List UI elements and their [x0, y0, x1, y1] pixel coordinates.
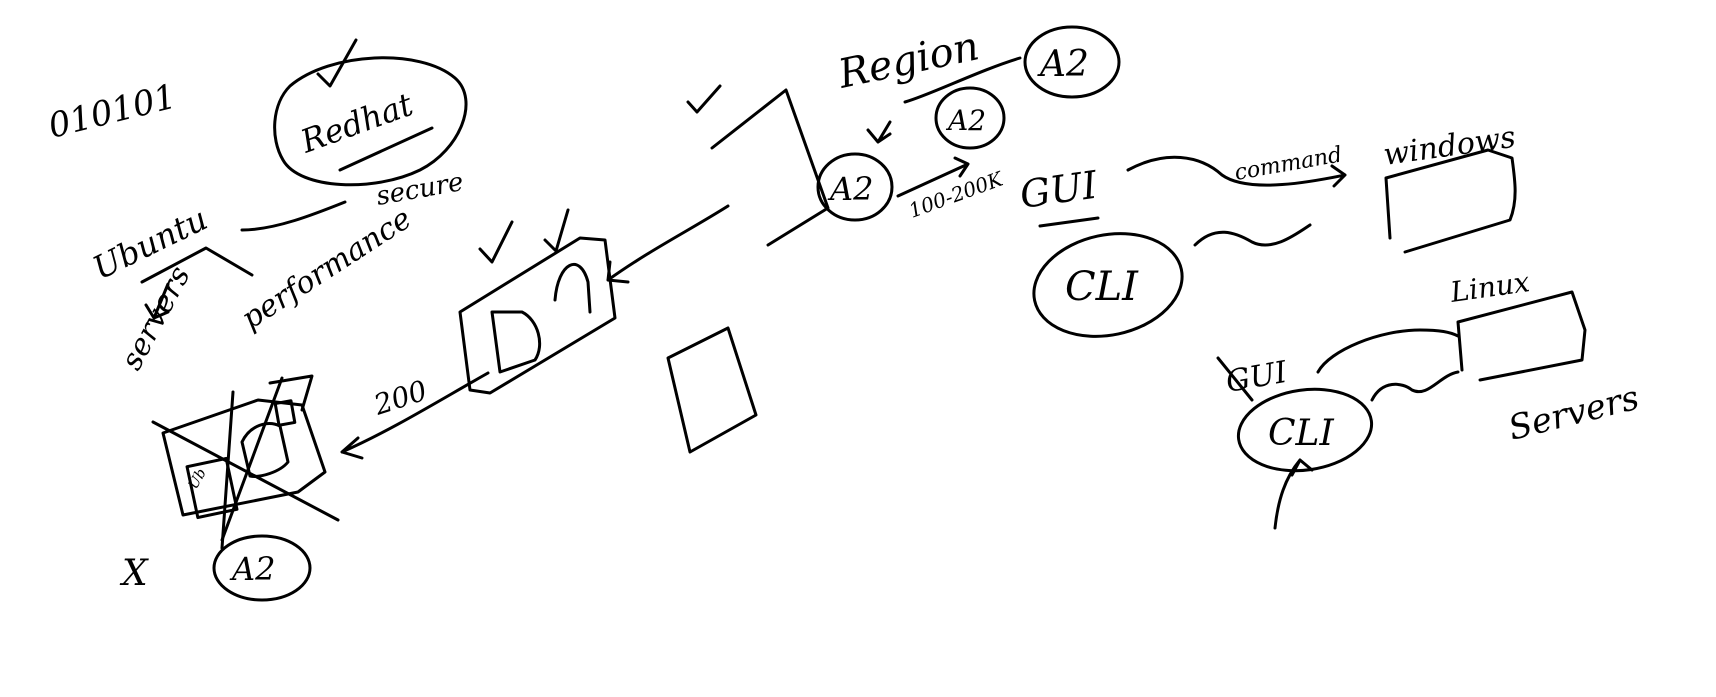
arrow-to-crossed-server	[340, 371, 490, 460]
az-mid-oval	[934, 86, 1006, 150]
middle-server-check-2	[543, 208, 570, 253]
crossed-server-small-box	[273, 399, 297, 427]
az-mid-label: A2	[945, 104, 986, 137]
cross-out-line-3	[220, 376, 284, 542]
secure-label: secure	[374, 167, 466, 212]
cross-out-arrow	[268, 374, 314, 412]
gui-underline	[1038, 216, 1100, 228]
cross-out-line-2	[220, 390, 235, 550]
small-box-center	[666, 326, 758, 454]
ubuntu-underline	[140, 246, 254, 284]
region-checkmark	[686, 84, 722, 114]
servers-left-label: servers	[114, 260, 197, 375]
middle-server-inner-2	[553, 262, 592, 314]
cross-out-line-1	[151, 420, 340, 522]
cli-bottom-up-arrow	[1273, 458, 1314, 530]
linux-label: Linux	[1447, 265, 1531, 309]
az-top-right-label: A2	[1037, 44, 1089, 85]
performance-label: performance	[235, 201, 418, 337]
region-down-arrow	[866, 120, 892, 144]
cli-to-linux-wavy	[1370, 370, 1460, 402]
windows-box	[1384, 148, 1517, 254]
server-text-left: Ub	[186, 466, 210, 492]
redhat-checkmark	[316, 38, 358, 88]
az-bottom-label: A2	[229, 550, 275, 588]
latency-arrow	[896, 156, 970, 198]
crossed-server-inner-left	[185, 456, 239, 520]
x-mark-label: X	[119, 553, 149, 594]
az-top-right-oval	[1023, 25, 1121, 99]
gui-top-label: GUI	[1017, 162, 1101, 216]
region-large-box	[710, 88, 830, 247]
az-bottom-oval	[212, 534, 312, 602]
region-label: Region	[834, 23, 983, 98]
redhat-label: Redhat	[295, 85, 418, 161]
cli-top-wavy-line	[1193, 223, 1312, 247]
gui-to-windows-arrow	[1126, 155, 1347, 188]
redhat-oval	[273, 56, 468, 187]
servers-arrow	[144, 282, 170, 320]
ubuntu-connector	[240, 200, 347, 232]
ubuntu-label: Ubuntu	[87, 199, 213, 287]
binary-label: 010101	[45, 77, 181, 147]
linux-box	[1456, 290, 1587, 382]
latency-label: 100-200K	[906, 166, 1007, 222]
gui-strike	[1216, 356, 1254, 402]
bandwidth-label: 200	[369, 374, 431, 422]
arrow-to-middle-server	[606, 204, 730, 284]
cli-bottom-label: CLI	[1268, 413, 1334, 454]
cli-top-oval	[1032, 232, 1184, 338]
gui-to-linux-curve	[1316, 328, 1460, 374]
crossed-server-box	[161, 398, 327, 517]
az-center-oval	[816, 152, 894, 222]
cli-top-label: CLI	[1065, 264, 1139, 310]
middle-server-check-1	[478, 220, 514, 264]
windows-label: windows	[1381, 120, 1518, 173]
middle-server-inner-1	[490, 310, 541, 374]
az-center-label: A2	[827, 170, 873, 208]
region-connector	[903, 56, 1022, 104]
redhat-underline	[338, 126, 434, 172]
middle-server-box	[458, 236, 617, 395]
servers-right-label: Servers	[1505, 378, 1643, 449]
